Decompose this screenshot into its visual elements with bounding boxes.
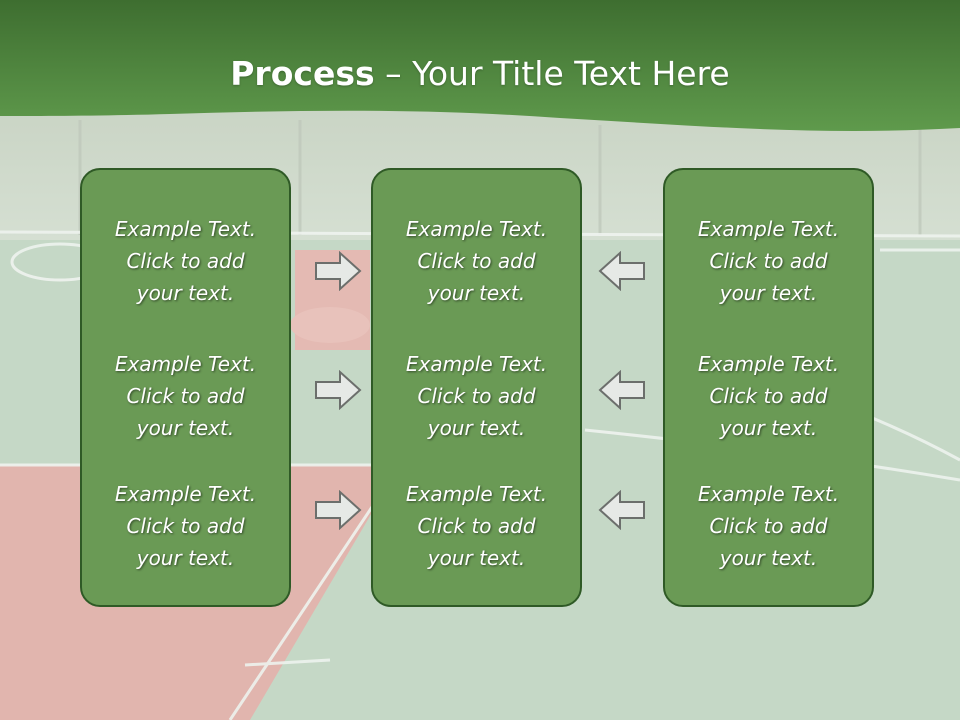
box-text[interactable]: Example Text. Click to add your text.: [697, 482, 840, 570]
left-arrow-icon[interactable]: [598, 370, 646, 410]
box-text[interactable]: Example Text. Click to add your text.: [405, 352, 548, 440]
right-arrow-icon[interactable]: [314, 370, 362, 410]
slide-title[interactable]: Process – Your Title Text Here: [0, 52, 960, 96]
process-box-right[interactable]: Example Text. Click to add your text. Ex…: [663, 168, 874, 607]
right-arrow-icon[interactable]: [314, 251, 362, 291]
process-box-left[interactable]: Example Text. Click to add your text. Ex…: [80, 168, 291, 607]
title-bold: Process: [230, 54, 375, 93]
title-rest: – Your Title Text Here: [374, 54, 730, 93]
box-text[interactable]: Example Text. Click to add your text.: [697, 352, 840, 440]
process-box-center[interactable]: Example Text. Click to add your text. Ex…: [371, 168, 582, 607]
box-text[interactable]: Example Text. Click to add your text.: [114, 482, 257, 570]
right-arrow-icon[interactable]: [314, 490, 362, 530]
box-text[interactable]: Example Text. Click to add your text.: [114, 217, 257, 305]
box-text[interactable]: Example Text. Click to add your text.: [114, 352, 257, 440]
left-arrow-icon[interactable]: [598, 490, 646, 530]
box-text[interactable]: Example Text. Click to add your text.: [405, 482, 548, 570]
box-text[interactable]: Example Text. Click to add your text.: [697, 217, 840, 305]
box-text[interactable]: Example Text. Click to add your text.: [405, 217, 548, 305]
left-arrow-icon[interactable]: [598, 251, 646, 291]
